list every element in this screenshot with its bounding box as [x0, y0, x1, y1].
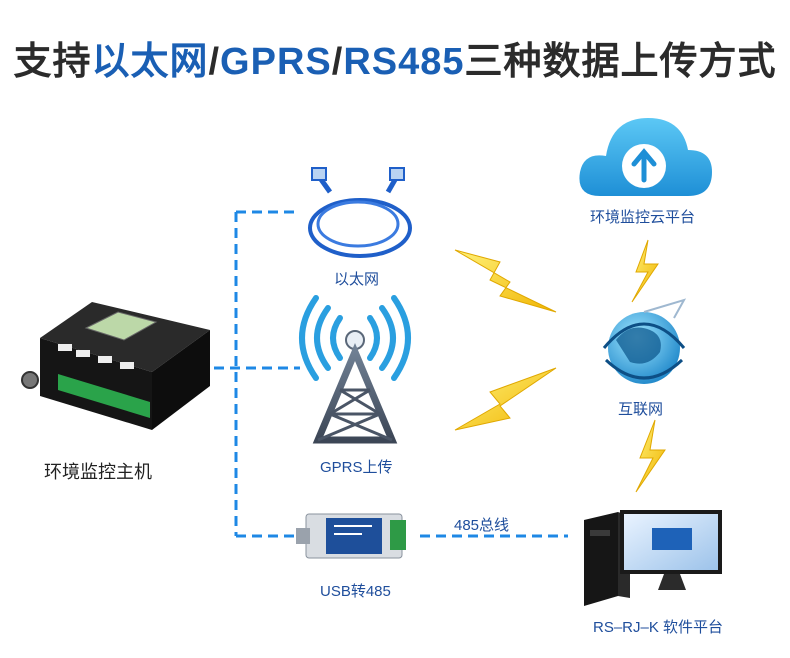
usb-converter-icon — [296, 513, 406, 559]
title-rs485: RS485 — [343, 41, 465, 83]
page-title: 支持以太网/GPRS/RS485三种数据上传方式 — [0, 30, 790, 85]
gprs-tower-icon — [299, 295, 411, 444]
title-ethernet: 以太网 — [91, 41, 209, 83]
ethernet-cable-icon — [308, 167, 412, 258]
connection-lines — [214, 210, 568, 538]
title-suffix: 三种数据上传方式 — [464, 41, 777, 83]
ethernet-label: 以太网 — [334, 271, 380, 288]
bus-label: 485总线 — [454, 517, 510, 534]
software-label: RS–RJ–K 软件平台 — [593, 619, 724, 636]
usb-converter-label: USB转485 — [320, 583, 391, 600]
internet-label: 互联网 — [618, 401, 664, 418]
title-sep-2: / — [331, 41, 344, 83]
bolt-ethernet-internet — [454, 249, 557, 313]
cloud-label: 环境监控云平台 — [590, 209, 696, 226]
bolt-gprs-internet — [454, 367, 557, 431]
bolt-internet-software — [635, 419, 666, 493]
host-device-icon — [21, 302, 210, 430]
bolt-cloud-internet — [631, 239, 659, 303]
globe-icon — [602, 298, 687, 384]
cloud-icon — [579, 118, 712, 196]
gprs-label: GPRS上传 — [320, 459, 393, 476]
host-label: 环境监控主机 — [44, 462, 152, 482]
lightning-bolts — [454, 239, 666, 493]
title-sep-1: / — [208, 41, 221, 83]
pc-icon — [584, 510, 722, 606]
title-prefix: 支持 — [13, 41, 92, 83]
title-gprs: GPRS — [220, 41, 332, 83]
